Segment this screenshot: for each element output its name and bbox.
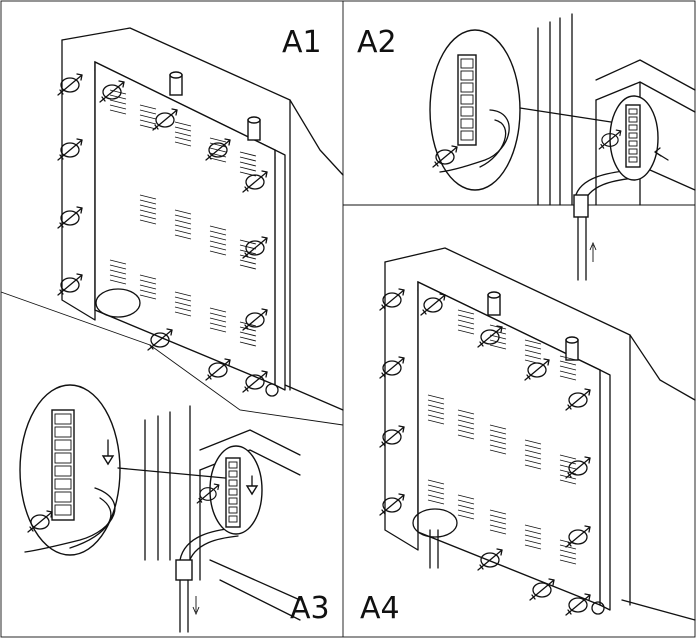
a4-screw-set xyxy=(379,288,591,616)
a1-top-posts xyxy=(169,71,261,141)
rotate-screw-icon xyxy=(196,483,220,504)
rotate-screw-icon xyxy=(565,525,591,548)
terminal-block xyxy=(457,54,477,146)
panel-a4 xyxy=(379,247,696,621)
a1-screw-set xyxy=(57,73,268,393)
panel-a3 xyxy=(19,384,301,633)
terminal-block xyxy=(225,457,241,528)
a1-vent-grille xyxy=(109,89,257,347)
panel-label-a2: A2 xyxy=(357,25,397,60)
rotate-screw-icon xyxy=(57,73,83,96)
rotate-screw-icon xyxy=(242,308,268,331)
panel-a2 xyxy=(429,13,696,281)
a4-front-panel xyxy=(417,280,601,607)
rotate-screw-icon xyxy=(420,293,446,316)
rotate-screw-icon xyxy=(152,108,178,131)
rotate-screw-icon xyxy=(565,593,591,616)
a1-bottom-knob xyxy=(95,288,141,318)
rotate-screw-icon xyxy=(477,325,503,348)
a4-top-posts xyxy=(487,291,579,361)
rotate-screw-icon xyxy=(242,370,268,393)
rotate-screw-icon xyxy=(598,129,622,150)
rotate-screw-icon xyxy=(379,425,405,448)
rotate-screw-icon xyxy=(524,358,550,381)
left-arrow-icon xyxy=(654,147,669,161)
rotate-screw-icon xyxy=(99,80,125,103)
rotate-screw-icon xyxy=(242,236,268,259)
down-arrow-icon xyxy=(245,475,259,496)
terminal-block xyxy=(625,104,641,168)
rotate-screw-icon xyxy=(147,328,173,351)
down-arrow-icon xyxy=(101,439,115,466)
rotate-screw-icon xyxy=(242,170,268,193)
a1-front-panel xyxy=(94,60,276,387)
panel-a1 xyxy=(57,27,344,411)
rotate-screw-icon xyxy=(57,206,83,229)
panel-label-a3: A3 xyxy=(290,591,330,626)
rotate-screw-icon xyxy=(27,510,53,533)
rotate-screw-icon xyxy=(57,138,83,161)
rotate-screw-icon xyxy=(565,388,591,411)
rotate-screw-icon xyxy=(57,273,83,296)
rotate-screw-icon xyxy=(432,145,458,168)
rotate-screw-icon xyxy=(379,356,405,379)
rotate-screw-icon xyxy=(205,138,231,161)
rotate-screw-icon xyxy=(379,493,405,516)
panel-label-a4: A4 xyxy=(360,591,400,626)
rotate-screw-icon xyxy=(477,548,503,571)
rotate-screw-icon xyxy=(379,288,405,311)
rotate-screw-icon xyxy=(529,578,555,601)
rotate-screw-icon xyxy=(565,456,591,479)
a4-bottom-knob xyxy=(412,508,458,538)
terminal-block xyxy=(51,409,75,521)
panel-label-a1: A1 xyxy=(282,25,322,60)
rotate-screw-icon xyxy=(205,358,231,381)
